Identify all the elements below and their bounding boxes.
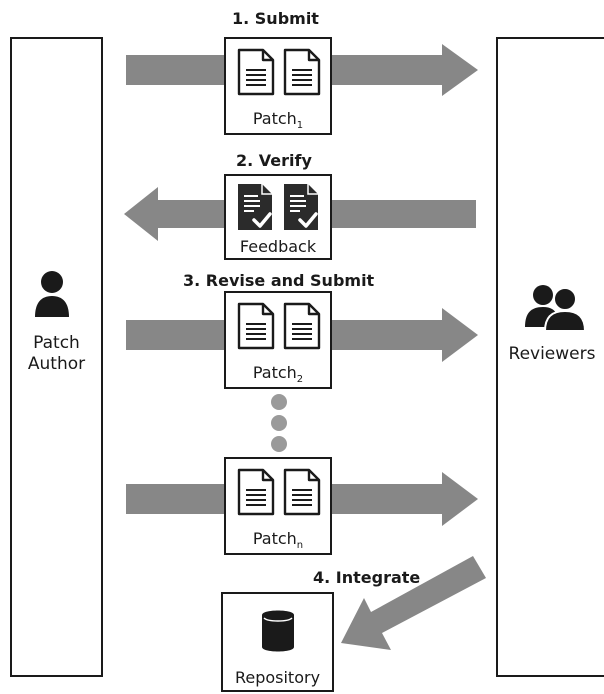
feedback-label: Feedback (239, 237, 317, 256)
people-icon (525, 285, 587, 331)
database-icon (262, 610, 294, 652)
document-icon (237, 302, 275, 350)
feedback-card: Feedback (224, 174, 332, 260)
patch1-card: Patch1 (224, 37, 332, 135)
patchn-subscript: n (296, 540, 304, 552)
ellipsis-dot (271, 436, 287, 452)
patch2-base: Patch (252, 363, 297, 382)
ellipsis-dot (271, 415, 287, 431)
repository-card: Repository (221, 592, 334, 692)
patchn-card: Patchn (224, 457, 332, 555)
patch1-subscript: 1 (296, 120, 304, 132)
patch2-label: Patch2 (226, 363, 330, 385)
patch-author-label: Patch Author (12, 333, 101, 375)
patch1-label: Patch1 (226, 109, 330, 131)
patch2-subscript: 2 (296, 374, 304, 386)
document-icon (283, 302, 321, 350)
repository-label: Repository (234, 668, 321, 687)
person-icon (35, 271, 69, 317)
patchn-label: Patchn (226, 529, 330, 551)
step-verify-label: 2. Verify (236, 151, 312, 170)
document-icon (237, 468, 275, 516)
patch-author-lane: Patch Author (10, 37, 103, 677)
step-integrate-label: 4. Integrate (313, 568, 421, 587)
checked-document-icon (284, 184, 318, 230)
ellipsis-dot (271, 394, 287, 410)
step-revise-label: 3. Revise and Submit (183, 271, 375, 290)
step-submit-label: 1. Submit (232, 9, 319, 28)
patch2-card: Patch2 (224, 291, 332, 389)
document-icon (283, 48, 321, 96)
author-line2: Author (27, 354, 86, 374)
patch1-base: Patch (252, 109, 297, 128)
checked-document-icon (238, 184, 272, 230)
integrate-arrow (341, 556, 486, 650)
reviewers-label: Reviewers (508, 344, 596, 364)
author-line1: Patch (33, 333, 80, 353)
document-icon (283, 468, 321, 516)
reviewers-lane: Reviewers (496, 37, 604, 677)
patchn-base: Patch (252, 529, 297, 548)
document-icon (237, 48, 275, 96)
